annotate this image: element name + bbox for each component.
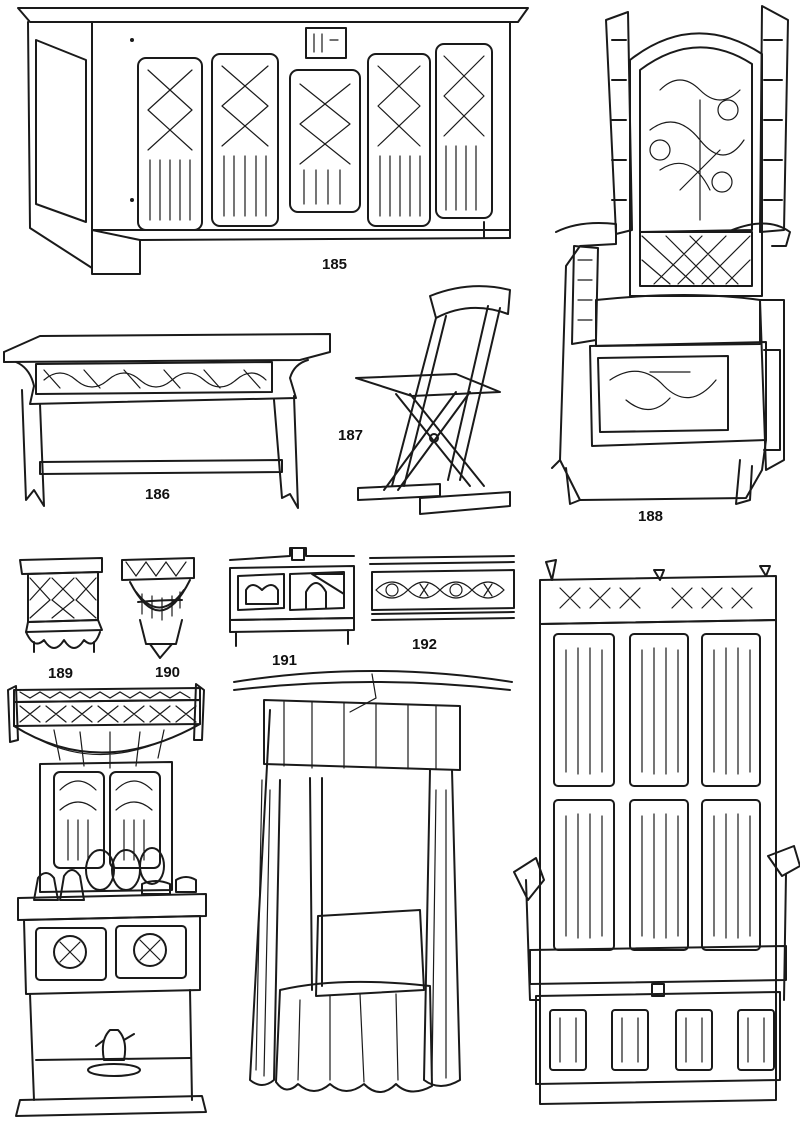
chair-187-drawing (355, 285, 511, 515)
figure-number-190: 190 (155, 664, 181, 681)
figure-number-187: 187 (338, 427, 364, 444)
figure-number-191: 191 (272, 652, 298, 669)
bracket-190-drawing (121, 557, 195, 659)
settle-195-drawing (513, 559, 800, 1105)
figure-number-189: 189 (48, 665, 74, 682)
chest-185-drawing (17, 7, 529, 275)
bed-194-drawing (233, 670, 513, 1093)
figure-number-192: 192 (412, 636, 438, 653)
figure-number-188: 188 (638, 508, 664, 525)
tracery-192-drawing (369, 555, 515, 621)
figure-number-185: 185 (322, 256, 348, 273)
panel-191-drawing (229, 547, 355, 647)
figure-number-186: 186 (145, 486, 171, 503)
table-186-drawing (3, 333, 331, 509)
throne-188-drawing (551, 5, 791, 505)
cornice-189-drawing (19, 557, 103, 653)
cupboard-193-drawing (7, 683, 207, 1117)
